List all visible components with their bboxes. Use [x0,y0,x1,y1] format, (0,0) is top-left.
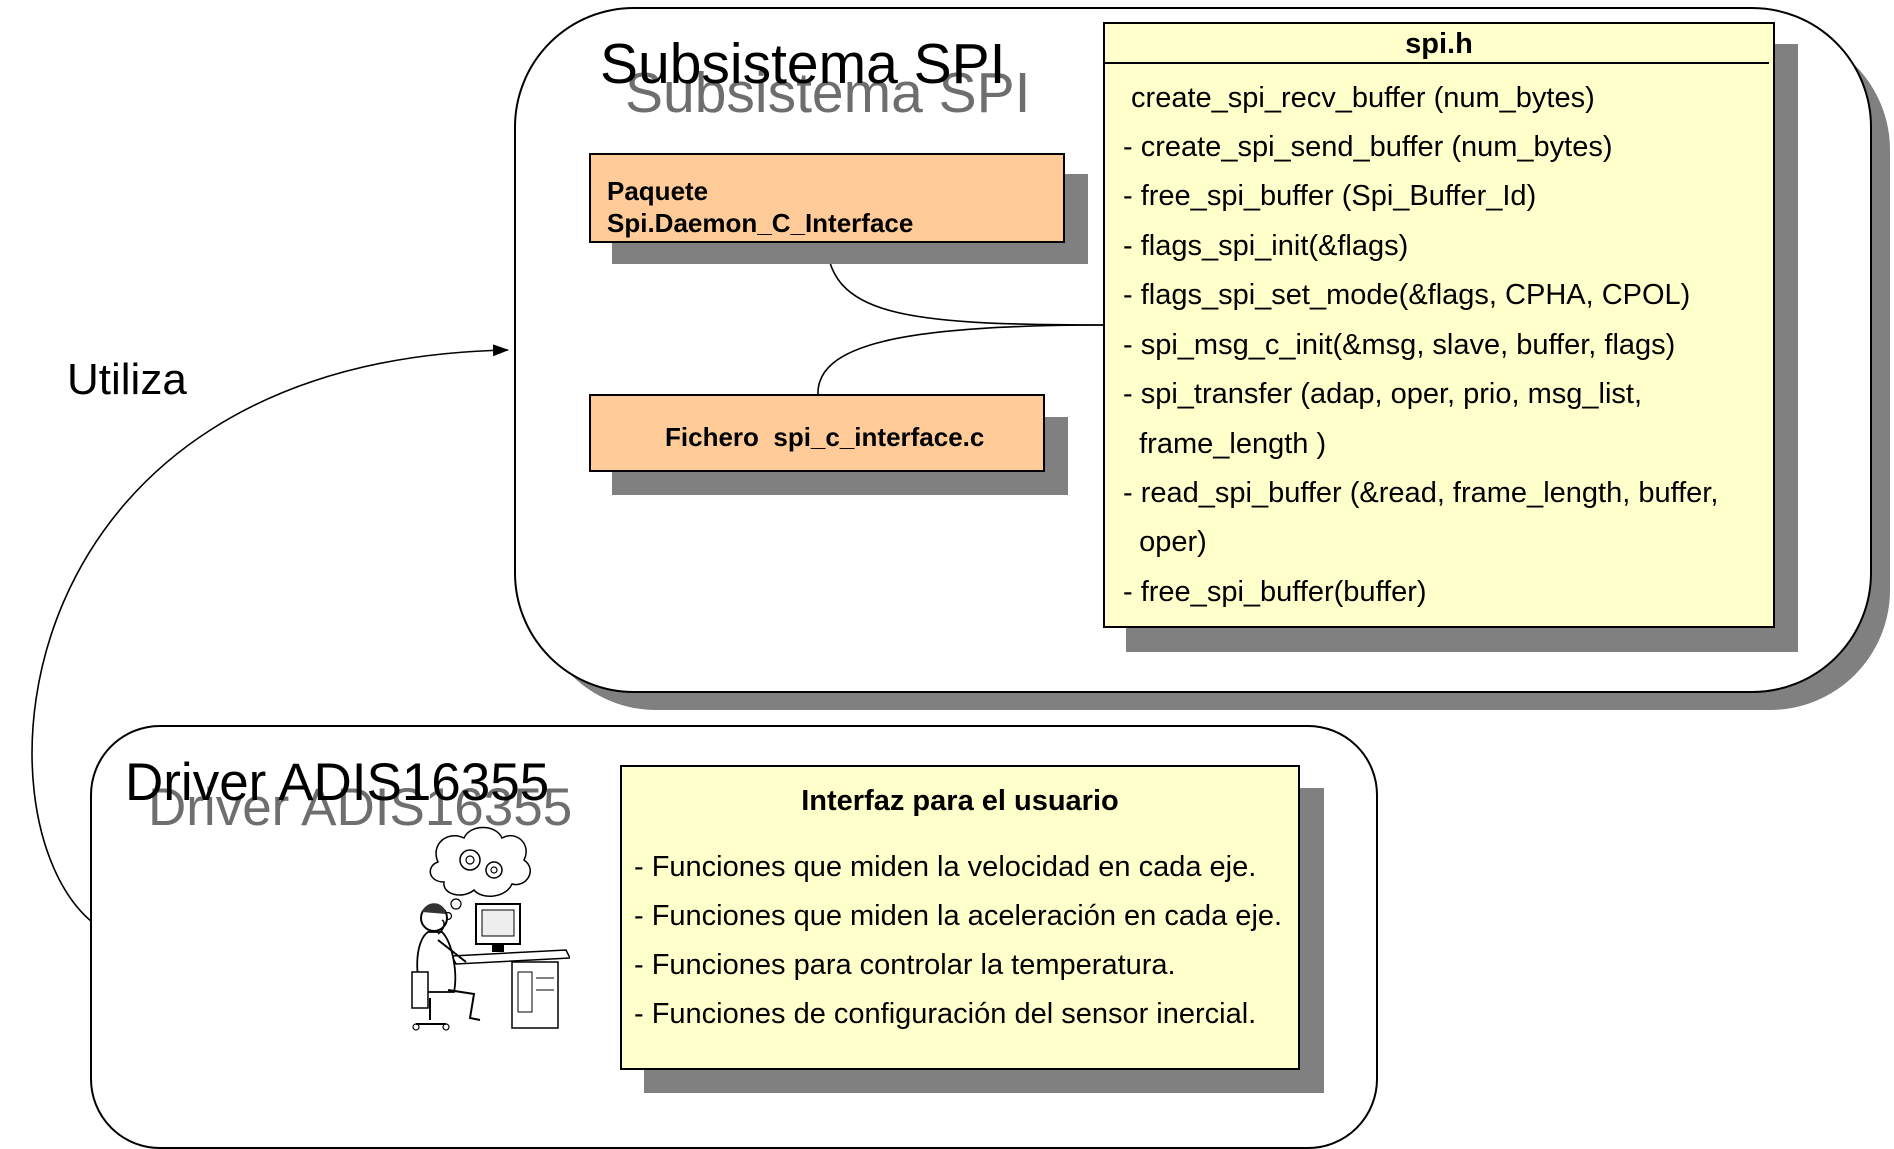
package-to-header-connector [825,239,1106,326]
header-item: - create_spi_send_buffer (num_bytes) [1123,131,1613,163]
utiliza-label: Utiliza [67,355,187,404]
header-item: - free_spi_buffer(buffer) [1123,576,1427,608]
interface-box: Interfaz para el usuario - Funciones que… [620,765,1300,1070]
driver-title: Driver ADIS16355 [125,753,550,812]
header-item: frame_length ) [1123,428,1327,460]
package-box-line1: Paquete [607,176,709,206]
header-item: - read_spi_buffer (&read, frame_length, … [1123,477,1719,509]
header-item: - flags_spi_init(&flags) [1123,230,1409,262]
interface-item: - Funciones para controlar la temperatur… [634,949,1176,981]
header-box: spi.h create_spi_recv_buffer (num_bytes)… [1103,22,1775,628]
header-box-title: spi.h [1405,28,1473,60]
package-box-line2: Spi.Daemon_C_Interface [607,208,914,238]
file-to-header-connector [817,324,1106,397]
person-at-computer-thinking-icon [411,826,570,1031]
connector-layer [31,344,509,923]
interface-item: - Funciones de configuración del sensor … [634,998,1257,1030]
file-box-label: Fichero spi_c_interface.c [665,422,985,452]
header-item: - flags_spi_set_mode(&flags, CPHA, CPOL) [1123,279,1691,311]
interface-box-title: Interfaz para el usuario [801,785,1119,817]
spi-subsystem-title: Subsistema SPI [600,32,1006,96]
interface-item: - Funciones que miden la aceleración en … [634,900,1283,932]
spi-connectors [817,239,1106,397]
file-box: Fichero spi_c_interface.c [589,394,1045,472]
spi-subsystem-title-shadow: Subsistema SPI [625,61,1031,125]
interface-item: - Funciones que miden la velocidad en ca… [634,851,1257,883]
header-item: oper) [1123,526,1207,558]
header-item: - free_spi_buffer (Spi_Buffer_Id) [1123,180,1537,212]
package-box: Paquete Spi.Daemon_C_Interface [589,153,1065,243]
driver-title-shadow: Driver ADIS16355 [148,778,573,837]
utiliza-arrow [31,344,509,923]
header-item: - spi_msg_c_init(&msg, slave, buffer, fl… [1123,329,1676,361]
header-item: - spi_transfer (adap, oper, prio, msg_li… [1123,378,1643,410]
header-box-divider [1105,62,1769,64]
header-item: create_spi_recv_buffer (num_bytes) [1123,82,1595,114]
